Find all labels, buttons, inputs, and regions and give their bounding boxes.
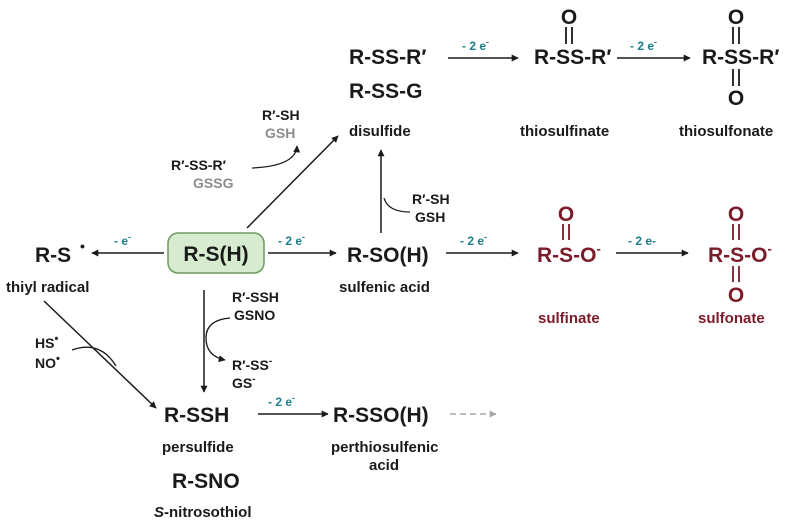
sulfinate-oxygen: O [558, 203, 574, 226]
persulf-in-gsno: GSNO [234, 307, 275, 323]
persulfide-formula: R-SSH [164, 404, 229, 427]
disulfide-reagent-curve [251, 145, 301, 169]
sulfonate-formula: R-S-O- [708, 241, 772, 267]
sulfenic-reagent-gsh: GSH [415, 209, 445, 225]
disulfide-formula-2: R-SS-G [349, 80, 423, 103]
two-electron-label-thiosulfinate: - 2 e- [630, 37, 657, 53]
thiyl-radical-label: thiyl radical [6, 279, 89, 296]
disulfide-formula-1: R-SS-R′ [349, 46, 426, 69]
persulf-out-gs: GS- [232, 374, 256, 391]
two-electron-label-sulfinate: - 2 e- [628, 234, 656, 248]
thiyl-radical-formula: R-S [35, 244, 71, 267]
persulf-in-rssh: R′-SSH [232, 289, 279, 305]
thiosulfinate-formula: R-SS-R′ [534, 46, 611, 69]
two-electron-label-persulfide: - 2 e- [268, 393, 295, 409]
center-node-label: R-S(H) [183, 243, 248, 266]
radical-in-no: NO• [35, 353, 60, 371]
center-to-disulfide-arrow [246, 135, 339, 229]
thiosulfonate-oxygen-bottom: O [728, 87, 744, 110]
nitrosothiol-label: S-nitrosothiol [154, 504, 252, 521]
persulfide-reagent-curve [205, 317, 231, 363]
radical-in-hs: HS• [35, 333, 58, 351]
nitrosothiol-formula: R-SNO [172, 470, 240, 493]
sulfenic-acid-formula: R-SO(H) [347, 244, 429, 267]
radical-reagent-curve [71, 346, 117, 367]
disulfide-out-rsh: R′-SH [262, 107, 300, 123]
sulfonate-oxygen-bottom: O [728, 284, 744, 307]
radical-to-persulfide-arrow [43, 300, 157, 409]
sulfinate-label: sulfinate [538, 310, 600, 327]
two-electron-label-disulfide: - 2 e- [462, 37, 489, 53]
sulfenic-reagent-rsh: R′-SH [412, 191, 450, 207]
perthiosulfenic-formula: R-SSO(H) [333, 404, 429, 427]
sulfonate-label: sulfonate [698, 310, 765, 327]
perthiosulfenic-label-1: perthiosulfenic [331, 439, 439, 456]
sulfinate-formula: R-S-O- [537, 241, 601, 267]
center-node-box [167, 232, 265, 274]
thiosulfinate-oxygen: O [561, 6, 577, 29]
thiosulfinate-label: thiosulfinate [520, 123, 609, 140]
radical-dot: • [80, 238, 85, 254]
sulfenic-acid-label: sulfenic acid [339, 279, 430, 296]
two-electron-label-center: - 2 e- [278, 232, 305, 248]
sulfonate-oxygen-top: O [728, 203, 744, 226]
persulfide-label: persulfide [162, 439, 234, 456]
disulfide-out-gsh: GSH [265, 125, 295, 141]
thiosulfonate-label: thiosulfonate [679, 123, 773, 140]
disulfide-label: disulfide [349, 123, 411, 140]
sulfenic-reagent-curve [383, 197, 411, 213]
perthiosulfenic-label-2: acid [369, 457, 399, 474]
thiosulfonate-formula: R-SS-R′ [702, 46, 779, 69]
disulfide-in-gssg: GSSG [193, 175, 234, 191]
disulfide-in-rssr: R′-SS-R′ [171, 157, 227, 173]
one-electron-label: - e- [114, 232, 131, 248]
two-electron-label-sulfenic: - 2 e- [460, 232, 487, 248]
thiosulfonate-oxygen-top: O [728, 6, 744, 29]
persulf-out-rss: R′-SS- [232, 356, 272, 373]
